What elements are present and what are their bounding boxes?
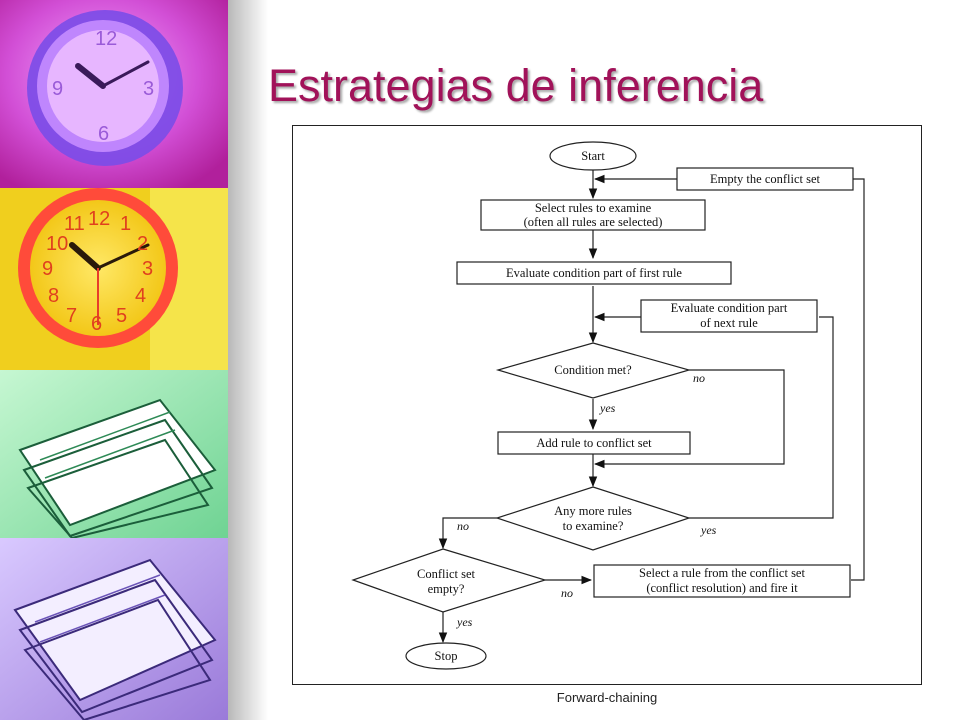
edge-label-empty-no: no: [561, 586, 573, 600]
svg-text:3: 3: [143, 78, 154, 100]
svg-text:3: 3: [142, 258, 153, 280]
purple-clock-image: 12 3 6 9: [0, 0, 228, 188]
select-rules-line-1: Select rules to examine: [535, 201, 652, 215]
flow-node-evaluate-first: Evaluate condition part of first rule: [456, 261, 732, 285]
any-more-rules-line-2: to examine?: [563, 519, 624, 533]
svg-text:12: 12: [88, 208, 110, 230]
evaluate-first-label: Evaluate condition part of first rule: [506, 266, 682, 280]
svg-text:6: 6: [91, 313, 102, 335]
edge-label-empty-yes: yes: [456, 615, 473, 629]
flow-node-conflict-set-empty: Conflict set empty?: [351, 548, 548, 613]
edge-more-yes: [689, 316, 834, 519]
svg-text:12: 12: [95, 28, 117, 50]
svg-text:11: 11: [64, 213, 85, 235]
svg-text:8: 8: [48, 285, 59, 307]
flow-node-select-and-fire: Select a rule from the conflict set (con…: [593, 564, 851, 598]
any-more-rules-line-1: Any more rules: [554, 504, 632, 518]
condition-met-label: Condition met?: [554, 363, 632, 377]
select-and-fire-line-2: (conflict resolution) and fire it: [646, 581, 798, 595]
svg-text:10: 10: [46, 233, 68, 255]
evaluate-next-line-1: Evaluate condition part: [671, 301, 788, 315]
svg-text:1: 1: [120, 213, 131, 235]
svg-text:9: 9: [42, 258, 53, 280]
sidebar-shadow: [228, 0, 268, 720]
select-rules-line-2: (often all rules are selected): [524, 215, 663, 229]
lavender-papers-image: [0, 538, 228, 722]
flowchart: Start Empty the conflict set Select rule…: [351, 141, 865, 670]
edge-condition-no: [593, 369, 785, 469]
edge-more-no: [438, 517, 497, 550]
svg-text:7: 7: [66, 305, 77, 327]
flow-node-select-rules: Select rules to examine (often all rules…: [480, 199, 706, 231]
edge-label-more-yes: yes: [700, 523, 717, 537]
empty-conflict-set-label: Empty the conflict set: [710, 172, 821, 186]
slide-title: Estrategias de inferencia: [268, 60, 764, 111]
stop-label: Stop: [435, 649, 458, 663]
flowchart-frame: Start Empty the conflict set Select rule…: [292, 125, 922, 685]
svg-text:9: 9: [52, 78, 63, 100]
figure-caption: Forward-chaining: [556, 690, 658, 705]
green-papers-image: [0, 370, 228, 540]
flow-node-empty-conflict-set: Empty the conflict set: [676, 167, 854, 191]
flow-node-condition-met: Condition met?: [495, 342, 692, 399]
edge-label-more-no: no: [457, 519, 469, 533]
edge-label-condition-no: no: [693, 371, 705, 385]
svg-text:4: 4: [135, 285, 146, 307]
svg-text:5: 5: [116, 305, 127, 327]
flow-node-stop: Stop: [405, 642, 487, 670]
flow-node-start: Start: [549, 141, 637, 171]
evaluate-next-line-2: of next rule: [700, 316, 758, 330]
flow-node-evaluate-next: Evaluate condition part of next rule: [640, 299, 818, 333]
edge-fire-to-empty: [851, 178, 865, 581]
edge-label-condition-yes: yes: [599, 401, 616, 415]
flow-node-add-rule: Add rule to conflict set: [497, 431, 691, 455]
flow-node-any-more-rules: Any more rules to examine?: [495, 486, 691, 551]
conflict-set-empty-line-1: Conflict set: [417, 567, 476, 581]
svg-text:2: 2: [137, 233, 148, 255]
svg-text:6: 6: [98, 123, 109, 145]
connectors: [438, 170, 865, 644]
conflict-set-empty-line-2: empty?: [428, 582, 465, 596]
add-rule-label: Add rule to conflict set: [536, 436, 652, 450]
start-label: Start: [581, 149, 605, 163]
select-and-fire-line-1: Select a rule from the conflict set: [639, 566, 805, 580]
